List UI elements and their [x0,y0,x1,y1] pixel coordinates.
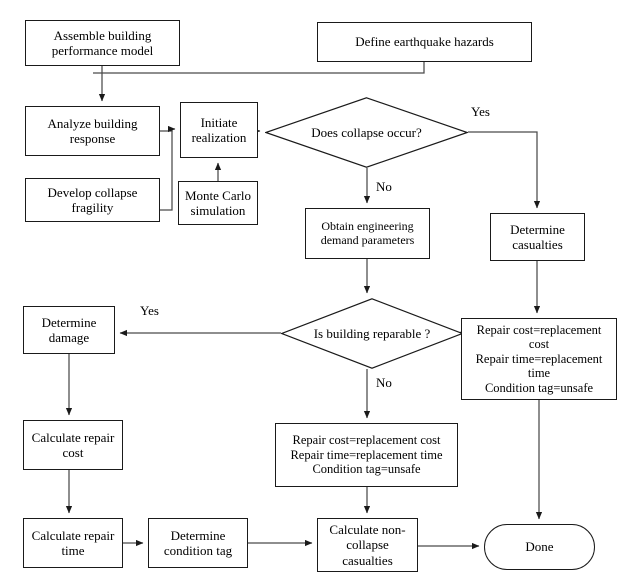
node-label: Monte Carlo simulation [184,187,252,218]
edge-label-reparable-no: No [376,375,392,390]
node-label: Analyze building response [47,115,138,146]
node-does-collapse-occur[interactable]: Does collapse occur? [265,97,468,168]
node-label: Is building reparable ? [313,325,431,341]
node-done[interactable]: Done [484,524,595,570]
node-calculate-repair-cost[interactable]: Calculate repair cost [23,420,123,470]
edge-label-reparable-yes: Yes [140,303,159,318]
node-label: Repair cost=replacement cost Repair time… [475,322,603,395]
node-collapse-consequences[interactable]: Repair cost=replacement cost Repair time… [461,318,617,400]
edge-analyze-to-initiate [160,125,176,133]
edge-label-collapse-no: No [376,179,392,194]
node-label: Repair cost=replacement cost Repair time… [290,433,443,477]
node-assemble-model[interactable]: Assemble building performance model [25,20,180,66]
node-label: Determine condition tag [163,527,233,558]
node-define-hazards[interactable]: Define earthquake hazards [317,22,532,62]
node-monte-carlo[interactable]: Monte Carlo simulation [178,181,258,225]
diamond-shape [265,97,468,168]
node-label: Develop collapse fragility [47,184,138,215]
node-label: Determine damage [41,314,97,345]
node-calculate-noncollapse-casualties[interactable]: Calculate non- collapse casualties [317,518,418,572]
node-label: Calculate repair time [31,527,115,558]
node-determine-damage[interactable]: Determine damage [23,306,115,354]
edge-collapse-yes [468,131,541,209]
node-analyze-response[interactable]: Analyze building response [25,106,160,156]
node-initiate-realization[interactable]: Initiate realization [180,102,258,158]
node-label: Obtain engineering demand parameters [320,218,415,247]
node-determine-condition-tag[interactable]: Determine condition tag [148,518,248,568]
node-label: Initiate realization [191,114,247,145]
node-calculate-repair-time[interactable]: Calculate repair time [23,518,123,568]
node-label: Determine casualties [510,221,565,252]
edge-label-collapse-yes: Yes [471,104,490,119]
node-label: Calculate non- collapse casualties [329,522,406,568]
node-label: Calculate repair cost [31,429,115,460]
node-label: Assemble building performance model [51,27,154,58]
node-label: Does collapse occur? [311,124,422,140]
diamond-shape [281,298,463,369]
node-irreparable-consequences[interactable]: Repair cost=replacement cost Repair time… [275,423,458,487]
node-label: Done [525,539,554,555]
node-is-building-reparable[interactable]: Is building reparable ? [281,298,463,369]
node-determine-casualties[interactable]: Determine casualties [490,213,585,261]
edge-fragility-to-initiate [160,131,173,211]
node-label: Define earthquake hazards [355,34,494,50]
node-develop-fragility[interactable]: Develop collapse fragility [25,178,160,222]
node-obtain-edp[interactable]: Obtain engineering demand parameters [305,208,430,259]
